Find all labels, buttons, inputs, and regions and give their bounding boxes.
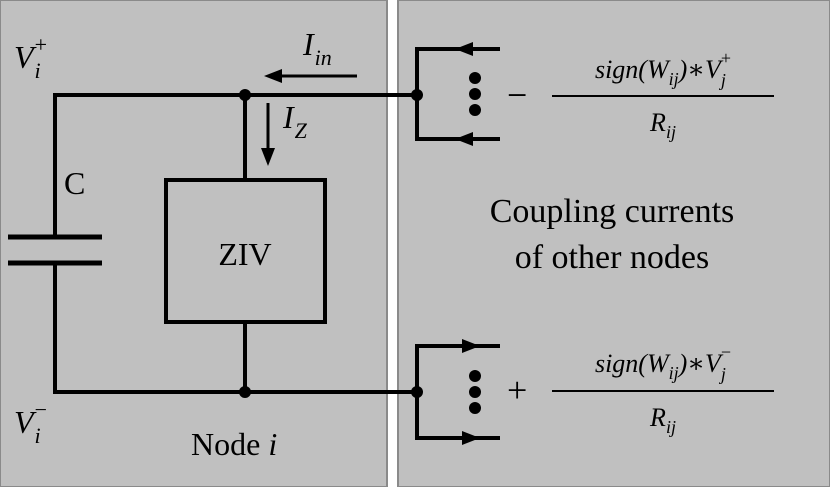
top-coupling-bracket	[415, 42, 500, 146]
ellipsis-dot	[469, 370, 481, 382]
i-z-arrow	[261, 103, 275, 166]
wires	[53, 93, 419, 394]
ellipsis-dot	[469, 88, 481, 100]
i-in-arrow	[264, 69, 357, 83]
bottom-numerator: sign(Wij)∗Vj−	[595, 342, 731, 384]
ellipsis-dot	[469, 104, 481, 116]
i-z-label: IZ	[282, 99, 308, 143]
capacitor-label: C	[64, 165, 85, 201]
ellipsis-dot	[469, 402, 481, 414]
bottom-coupling-bracket	[415, 339, 500, 445]
left-panel	[0, 0, 388, 487]
ellipsis-dot	[469, 72, 481, 84]
ziv-label: ZIV	[218, 236, 271, 272]
coupling-caption-line2: of other nodes	[515, 239, 710, 276]
ziv-box	[164, 178, 327, 324]
i-in-label: Iin	[302, 26, 332, 70]
capacitor-symbol	[8, 234, 102, 266]
bottom-sign: +	[507, 370, 527, 410]
top-sign: −	[507, 75, 527, 115]
ellipsis-dot	[469, 386, 481, 398]
v-plus-label: Vi+	[14, 32, 47, 83]
junction-dots	[239, 89, 423, 398]
junction-top-left	[239, 89, 251, 101]
top-numerator: sign(Wij)∗Vj+	[595, 48, 731, 90]
coupling-caption-line1: Coupling currents	[490, 193, 735, 230]
junction-bottom-left	[239, 386, 251, 398]
bottom-denominator: Rij	[649, 403, 676, 437]
v-minus-label: Vi−	[14, 397, 47, 448]
node-label: Node i	[191, 426, 277, 462]
top-denominator: Rij	[649, 108, 676, 142]
